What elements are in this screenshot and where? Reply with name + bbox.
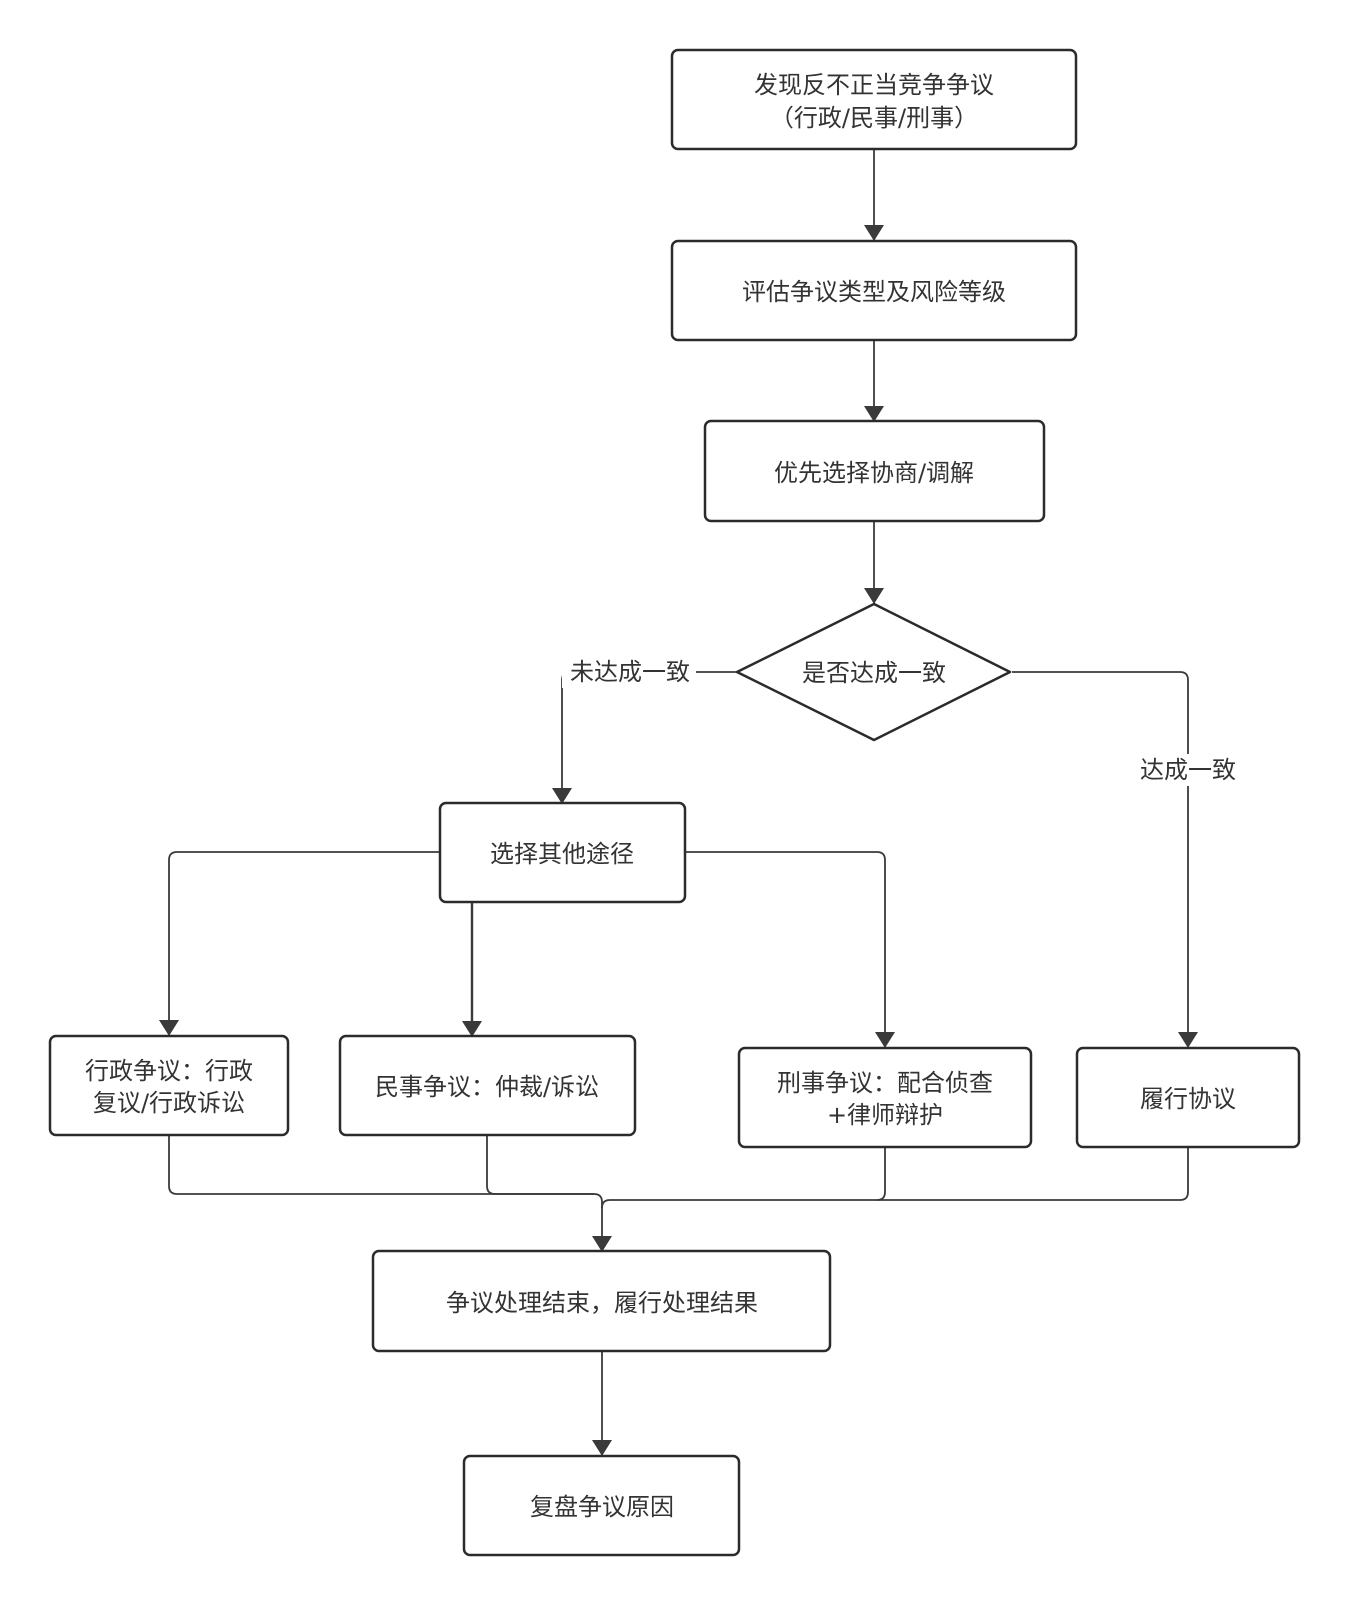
node-discover-dispute: 发现反不正当竞争争议 （行政/民事/刑事） [670, 48, 1078, 151]
node-administrative-dispute-line2: 复议/行政诉讼 [93, 1089, 245, 1117]
node-assess-risk: 评估争议类型及风险等级 [670, 239, 1078, 342]
node-other-route: 选择其他途径 [438, 801, 687, 904]
node-administrative-dispute-line1: 行政争议：行政 [85, 1057, 253, 1085]
edge-label-agreed: 达成一致 [1140, 756, 1236, 784]
node-dispute-end-label: 争议处理结束，履行处理结果 [446, 1289, 758, 1317]
edge-other-route-to-administrative [159, 851, 440, 1036]
node-criminal-dispute-line1: 刑事争议：配合侦查 [777, 1069, 993, 1097]
edge-civil-to-end [486, 1135, 594, 1195]
node-review-cause-label: 复盘争议原因 [530, 1493, 674, 1521]
node-discover-dispute-line1: 发现反不正当竞争争议 [754, 71, 994, 99]
edge-decision-to-other-route [552, 671, 737, 804]
edge-perform-to-end [877, 1148, 1189, 1201]
node-negotiate-mediate-label: 优先选择协商/调解 [774, 459, 974, 487]
node-criminal-dispute-line2: +律师辩护 [827, 1101, 943, 1129]
node-perform-agreement: 履行协议 [1075, 1046, 1301, 1149]
edges: 未达成一致 达成一致 [159, 150, 1242, 1456]
edge-label-not-agreed-bg [562, 656, 696, 688]
edge-label-not-agreed: 未达成一致 [570, 658, 690, 686]
node-civil-dispute-label: 民事争议：仲裁/诉讼 [375, 1073, 599, 1101]
edge-decision-to-perform [1012, 671, 1198, 1048]
node-assess-risk-label: 评估争议类型及风险等级 [742, 278, 1006, 306]
node-civil-dispute: 民事争议：仲裁/诉讼 [338, 1034, 637, 1137]
edge-label-agreed-bg [1134, 754, 1242, 786]
node-decision-agreement: 是否达成一致 [735, 602, 1012, 742]
node-discover-dispute-line2: （行政/民事/刑事） [770, 104, 978, 132]
node-dispute-end: 争议处理结束，履行处理结果 [371, 1249, 832, 1353]
nodes: 发现反不正当竞争争议 （行政/民事/刑事） 评估争议类型及风险等级 优先选择协商… [48, 48, 1301, 1557]
node-decision-agreement-label: 是否达成一致 [802, 659, 946, 687]
node-negotiate-mediate: 优先选择协商/调解 [703, 419, 1046, 523]
edge-other-route-to-criminal [686, 851, 895, 1048]
edge-administrative-to-end [168, 1135, 612, 1252]
node-criminal-dispute: 刑事争议：配合侦查 +律师辩护 [737, 1046, 1033, 1149]
node-review-cause: 复盘争议原因 [462, 1454, 741, 1557]
node-administrative-dispute: 行政争议：行政 复议/行政诉讼 [48, 1034, 290, 1137]
edge-criminal-to-end [601, 1148, 886, 1209]
node-perform-agreement-label: 履行协议 [1140, 1085, 1236, 1113]
node-other-route-label: 选择其他途径 [490, 840, 634, 868]
